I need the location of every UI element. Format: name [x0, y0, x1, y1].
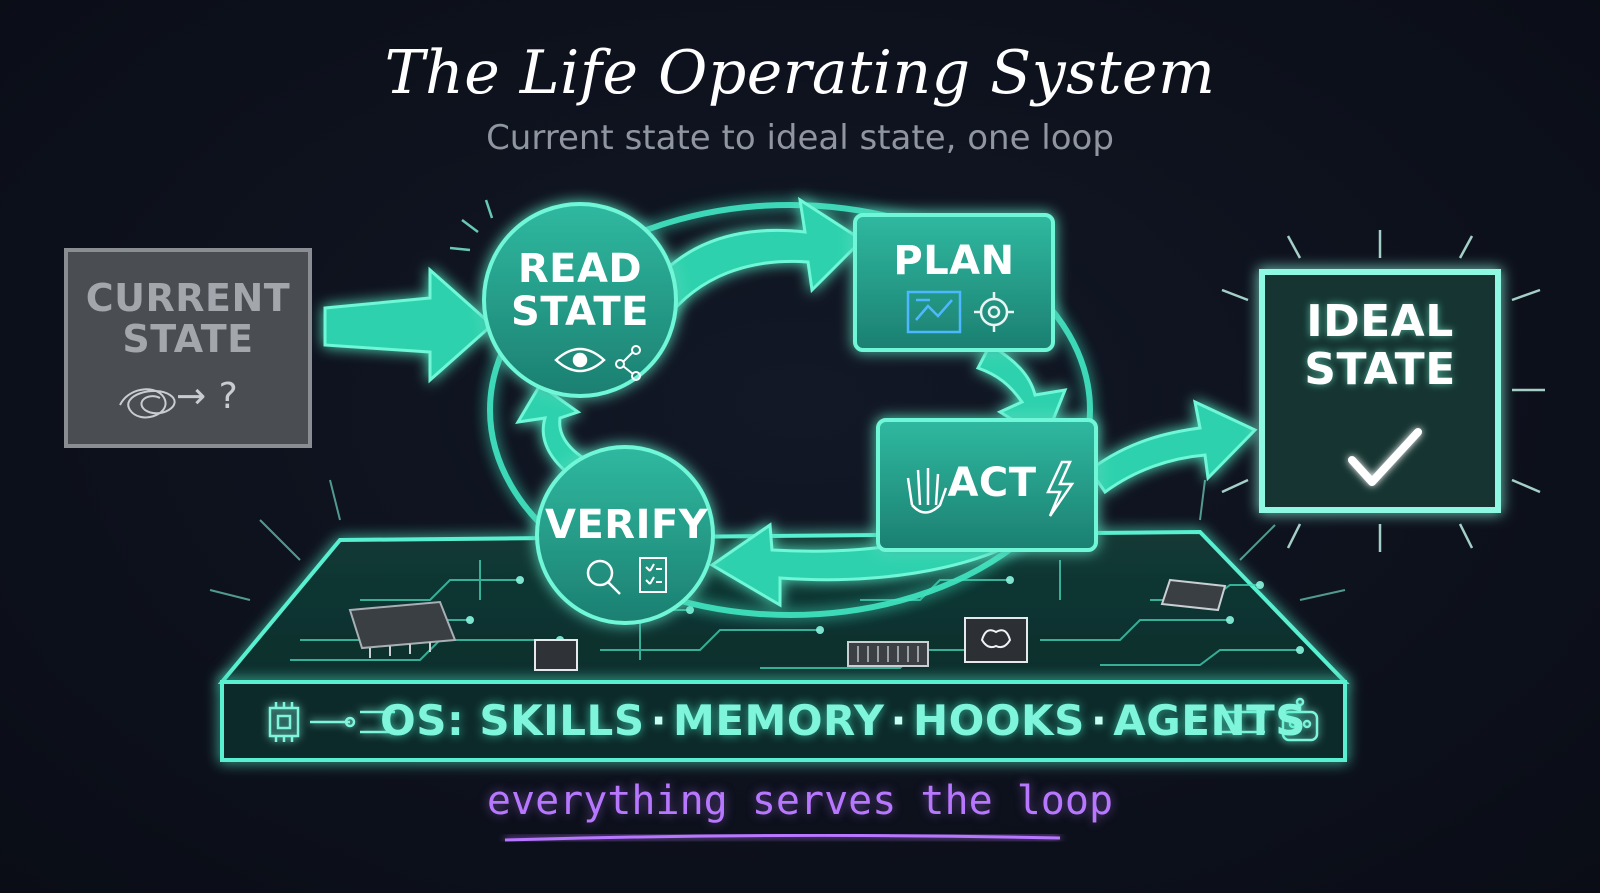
eye-icon [554, 347, 606, 373]
robot-icon [1215, 697, 1319, 742]
tagline-underline [504, 833, 1061, 842]
os-item-skills: SKILLS [479, 696, 645, 745]
os-separator: · [650, 696, 668, 745]
chip-icon [348, 600, 457, 658]
os-item-hooks: HOOKS [912, 696, 1085, 745]
chip-icon [1160, 578, 1227, 612]
read-state-label: READ STATE [511, 246, 649, 336]
os-separator: · [1090, 696, 1108, 745]
verify-node [535, 445, 715, 625]
hand-icon [906, 468, 948, 514]
current-state-icon-text: → ? [176, 376, 239, 417]
gear-icon [974, 292, 1014, 332]
memory-module-icon [847, 641, 929, 667]
os-prefix: OS: [380, 696, 465, 745]
os-bar-label: OS: SKILLS·MEMORY·HOOKS·AGENTS [380, 696, 1306, 745]
blueprint-icon [906, 290, 962, 334]
page-subtitle: Current state to ideal state, one loop [486, 118, 1114, 158]
os-board-front [220, 680, 1347, 762]
cpu-icon [268, 702, 395, 742]
ideal-state-label: IDEAL STATE [1304, 296, 1456, 395]
os-separator: · [890, 696, 907, 745]
sparkle-rays [449, 199, 494, 252]
tangle-icon [119, 388, 176, 419]
nodes-icon [615, 345, 641, 381]
act-node [876, 418, 1098, 552]
sparkle-rays [1221, 230, 1545, 552]
os-item-agents: AGENTS [1113, 696, 1307, 745]
plan-node [853, 213, 1055, 352]
os-board [209, 479, 1350, 762]
current-state-box [64, 248, 312, 448]
loop-ring [487, 202, 1093, 618]
checkmark-icon [1348, 428, 1422, 486]
plan-label: PLAN [893, 238, 1015, 284]
arrow-current-to-read [323, 266, 495, 384]
act-label: ACT [947, 460, 1037, 506]
read-state-node [482, 202, 678, 398]
lightning-icon [1046, 460, 1075, 517]
os-item-memory: MEMORY [673, 696, 885, 745]
brain-chip-icon [964, 617, 1028, 663]
verify-label: VERIFY [545, 502, 709, 548]
arrow-act-to-ideal [1087, 399, 1258, 495]
tagline: everything serves the loop [486, 778, 1114, 824]
arrow-read-to-plan [637, 196, 865, 323]
page-title: The Life Operating System [384, 38, 1216, 108]
checklist-icon [639, 557, 667, 593]
ideal-state-box [1221, 230, 1545, 552]
current-state-label: CURRENT STATE [85, 276, 291, 362]
chip-icon [534, 639, 578, 671]
magnifier-icon [586, 559, 621, 595]
